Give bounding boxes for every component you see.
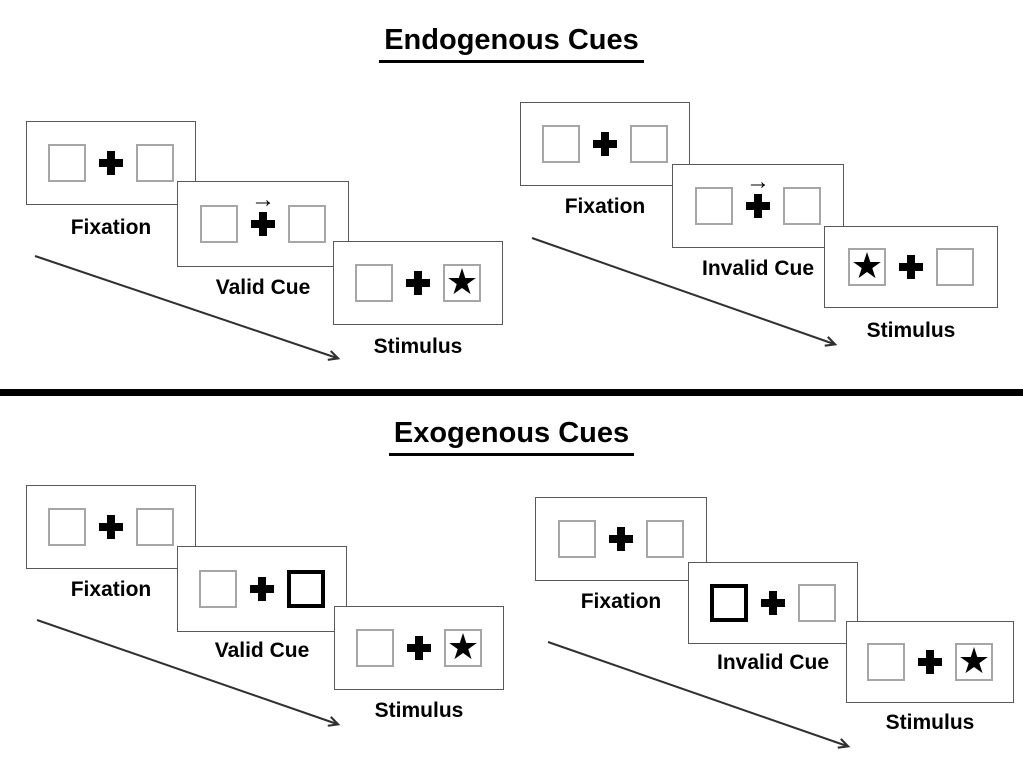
- endogenous-section-title: Endogenous Cues: [0, 24, 1023, 63]
- left-box: [356, 629, 394, 667]
- exogenous-title-text: Exogenous Cues: [388, 417, 635, 456]
- valid-cue-panel: →: [177, 181, 349, 267]
- fixation-panel: [520, 102, 690, 186]
- fixation-label: Fixation: [70, 578, 152, 601]
- cue-arrow-icon: →: [251, 186, 275, 213]
- valid-cue-label: Valid Cue: [214, 639, 310, 662]
- left-box: [48, 508, 86, 546]
- fixation-cross-icon: [609, 527, 633, 551]
- endogenous-title-text: Endogenous Cues: [379, 24, 644, 63]
- right-box: [136, 144, 174, 182]
- fixation-cross-icon: →: [746, 170, 770, 218]
- stimulus-label: Stimulus: [373, 335, 463, 358]
- right-box: [136, 508, 174, 546]
- star-stimulus-box: ★: [444, 629, 482, 667]
- star-icon: ★: [445, 261, 479, 302]
- left-box: [355, 264, 393, 302]
- left-box: [542, 125, 580, 163]
- fixation-cross-icon: [899, 255, 923, 279]
- fixation-panel: [26, 121, 196, 205]
- fixation-label: Fixation: [580, 590, 662, 613]
- right-box: [936, 248, 974, 286]
- valid-cue-label: Valid Cue: [215, 276, 311, 299]
- fixation-cross-icon: [593, 132, 617, 156]
- fixation-label: Fixation: [564, 195, 646, 218]
- section-divider: [0, 389, 1023, 396]
- fixation-cross-icon: [761, 591, 785, 615]
- right-box: [288, 205, 326, 243]
- right-box: [783, 187, 821, 225]
- stimulus-label: Stimulus: [374, 699, 464, 722]
- cue-highlight-box: [710, 584, 748, 622]
- timeline-arrow: [36, 619, 337, 724]
- invalid-cue-label: Invalid Cue: [716, 651, 830, 674]
- left-box: [695, 187, 733, 225]
- left-box: [48, 144, 86, 182]
- fixation-panel: [26, 485, 196, 569]
- stimulus-panel: ★: [333, 241, 503, 325]
- right-box: [646, 520, 684, 558]
- cue-highlight-box: [287, 570, 325, 608]
- left-box: [867, 643, 905, 681]
- right-box: [630, 125, 668, 163]
- star-icon: ★: [446, 626, 480, 667]
- stimulus-panel: ★: [824, 226, 998, 308]
- fixation-cross-icon: [406, 271, 430, 295]
- fixation-cross-icon: [250, 577, 274, 601]
- stimulus-label: Stimulus: [866, 319, 956, 342]
- stimulus-label: Stimulus: [885, 711, 975, 734]
- star-icon: ★: [957, 640, 991, 681]
- fixation-cross-icon: [99, 515, 123, 539]
- fixation-cross-icon: [407, 636, 431, 660]
- fixation-cross-icon: [918, 650, 942, 674]
- left-box: [200, 205, 238, 243]
- star-stimulus-box: ★: [443, 264, 481, 302]
- star-stimulus-box: ★: [955, 643, 993, 681]
- stimulus-panel: ★: [334, 606, 504, 690]
- star-icon: ★: [850, 245, 884, 286]
- fixation-cross-icon: [99, 151, 123, 175]
- invalid-cue-panel: [688, 562, 858, 644]
- fixation-label: Fixation: [70, 216, 152, 239]
- fixation-cross-icon: →: [251, 188, 275, 236]
- invalid-cue-label: Invalid Cue: [701, 257, 815, 280]
- timeline-arrow: [34, 255, 337, 358]
- left-box: [558, 520, 596, 558]
- cue-arrow-icon: →: [746, 168, 770, 195]
- right-box: [798, 584, 836, 622]
- left-box: [199, 570, 237, 608]
- timeline-arrow: [531, 237, 834, 344]
- star-stimulus-box: ★: [848, 248, 886, 286]
- stimulus-panel: ★: [846, 621, 1014, 703]
- invalid-cue-panel: →: [672, 164, 844, 248]
- fixation-panel: [535, 497, 707, 581]
- exogenous-section-title: Exogenous Cues: [0, 417, 1023, 456]
- valid-cue-panel: [177, 546, 347, 632]
